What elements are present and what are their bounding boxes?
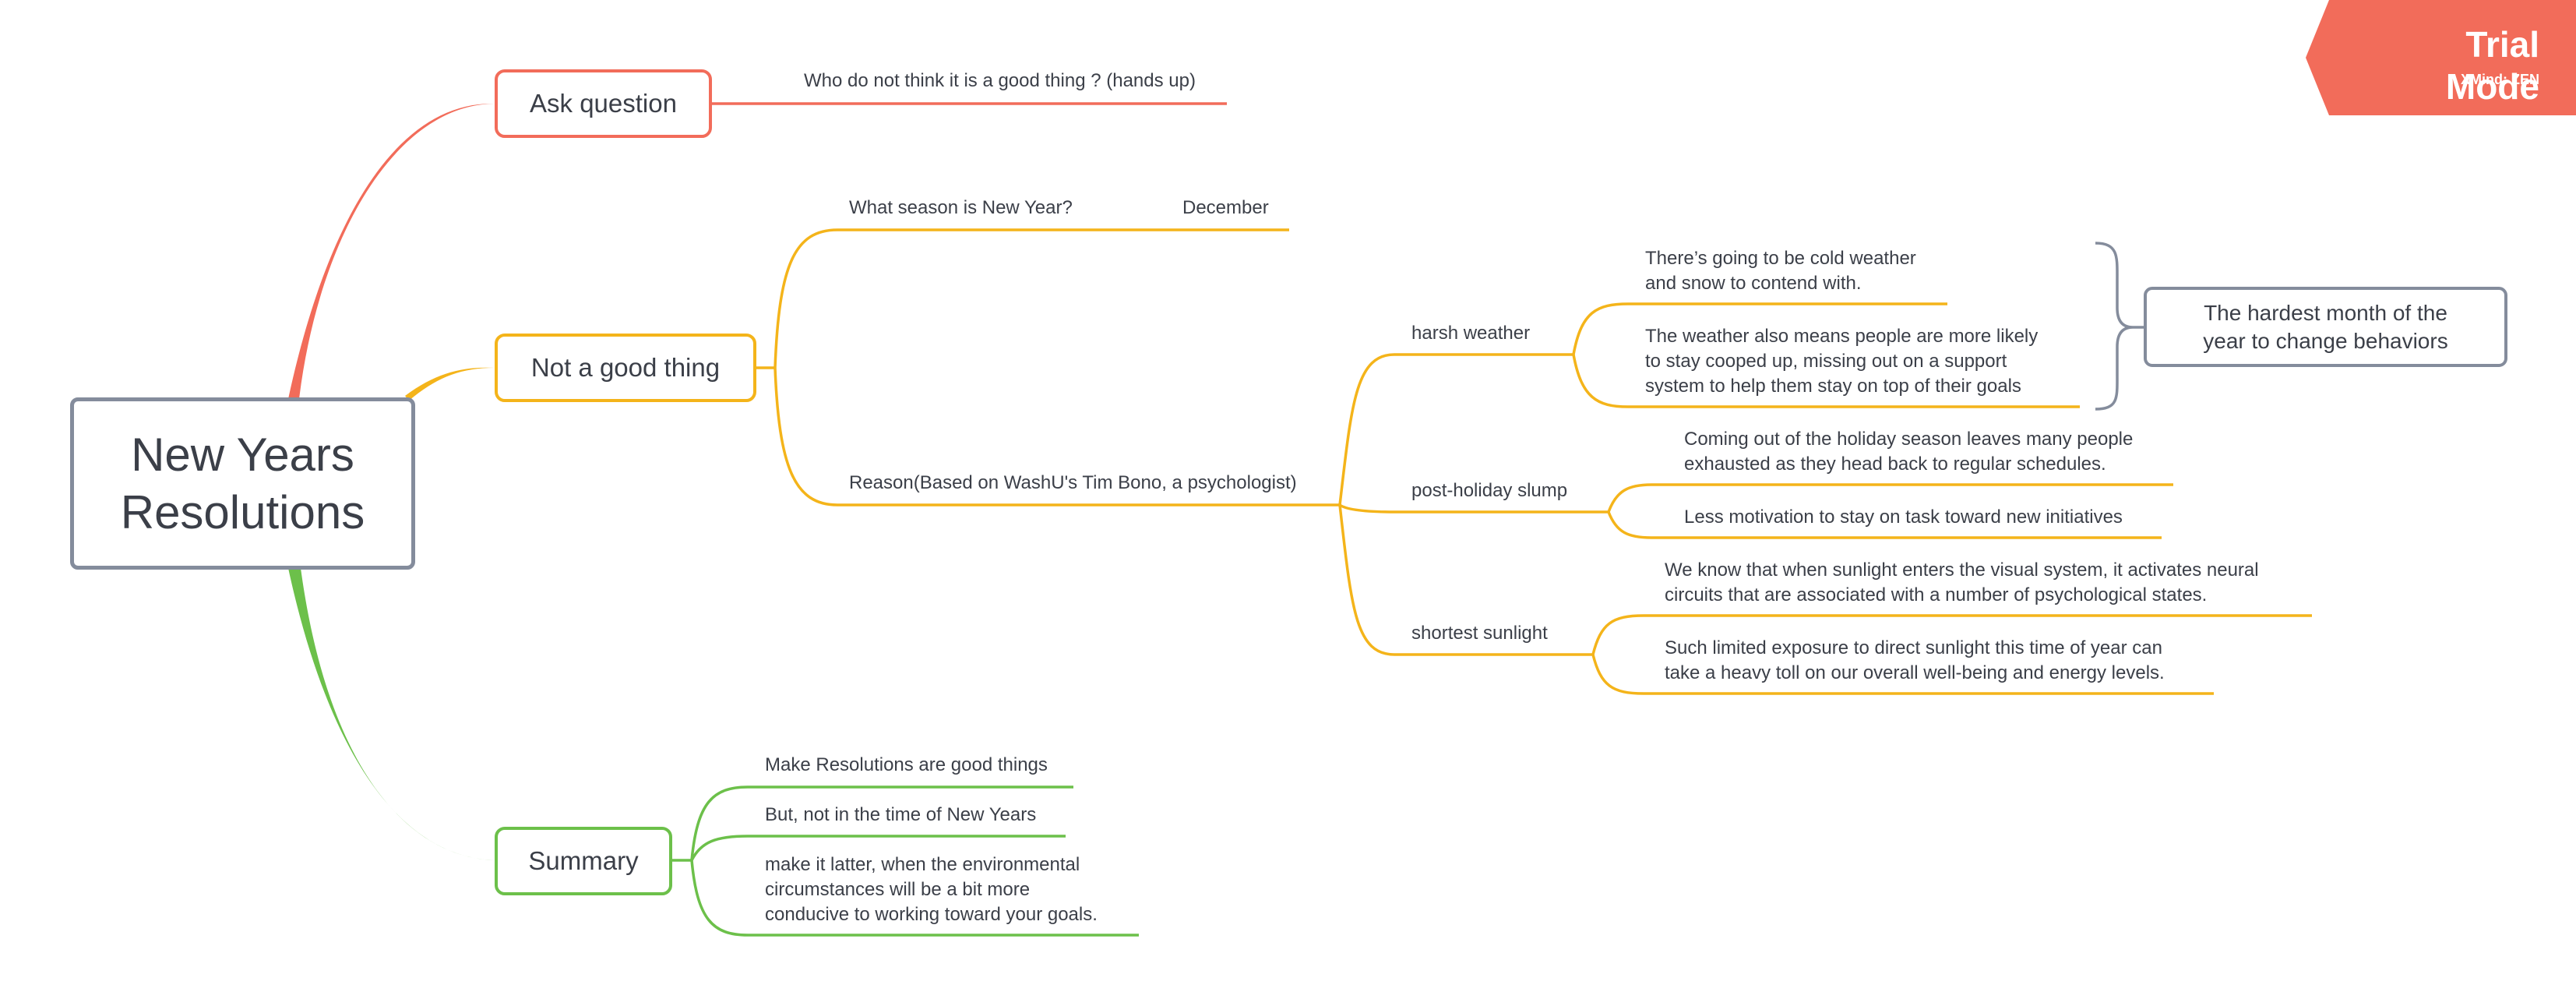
- subtopic-make-it-latter-line-3: conducive to working toward your goals.: [765, 904, 1098, 925]
- summary-hardest-month-line-2: year to change behaviors: [2203, 328, 2448, 353]
- topic-ask-question[interactable]: Ask question: [495, 69, 712, 138]
- subtopic-make-it-latter[interactable]: make it latter, when the environmental c…: [765, 852, 1098, 927]
- topic-not-a-good-thing-label: Not a good thing: [530, 353, 721, 382]
- xmind-brand: XMind: ZEN: [2461, 72, 2539, 87]
- summary-bracket: [2095, 242, 2144, 411]
- subtopic-reason[interactable]: Reason(Based on WashU's Tim Bono, a psyc…: [849, 472, 1297, 493]
- detail-holiday-exhausted-line-1: Coming out of the holiday season leaves …: [1684, 429, 2134, 450]
- subtopic-harsh-weather[interactable]: harsh weather: [1411, 323, 1531, 344]
- detail-cold-weather-line-1: There’s going to be cold weather: [1645, 248, 1916, 269]
- detail-cooped-up-line-1: The weather also means people are more l…: [1645, 326, 2039, 347]
- detail-cold-weather[interactable]: There’s going to be cold weather and sno…: [1645, 246, 1916, 296]
- subtopic-hands-up[interactable]: Who do not think it is a good thing ? (h…: [804, 70, 1196, 91]
- trial-mode-banner[interactable]: [2306, 0, 2576, 115]
- detail-cold-weather-line-2: and snow to contend with.: [1645, 273, 1862, 294]
- subtopic-resolutions-good[interactable]: Make Resolutions are good things: [765, 754, 1048, 775]
- trial-mode-title: Trial Mode: [2445, 24, 2539, 107]
- detail-less-motivation[interactable]: Less motivation to stay on task toward n…: [1684, 507, 2123, 528]
- branch-root-not: [405, 367, 495, 401]
- subtopic-season-question[interactable]: What season is New Year?: [849, 197, 1073, 218]
- subtopic-december[interactable]: December: [1182, 197, 1269, 218]
- root-topic-line-2: Resolutions: [120, 485, 365, 538]
- branch-root-summary: [288, 568, 495, 860]
- subtopic-make-it-latter-line-2: circumstances will be a bit more: [765, 879, 1031, 900]
- detail-sunlight-toll-line-2: take a heavy toll on our overall well-be…: [1665, 662, 2165, 683]
- root-topic[interactable]: New Years Resolutions: [70, 397, 415, 570]
- detail-holiday-exhausted[interactable]: Coming out of the holiday season leaves …: [1684, 427, 2133, 477]
- subtopic-not-new-years[interactable]: But, not in the time of New Years: [765, 804, 1037, 825]
- subtopic-shortest-sunlight[interactable]: shortest sunlight: [1411, 623, 1548, 644]
- detail-holiday-exhausted-line-2: exhausted as they head back to regular s…: [1684, 454, 2106, 475]
- subtopic-make-it-latter-line-1: make it latter, when the environmental: [765, 854, 1080, 875]
- detail-cooped-up-line-2: to stay cooped up, missing out on a supp…: [1645, 351, 2007, 372]
- detail-cooped-up[interactable]: The weather also means people are more l…: [1645, 324, 2038, 399]
- detail-sunlight-neural-line-1: We know that when sunlight enters the vi…: [1665, 559, 2259, 581]
- branch-root-ask: [288, 103, 495, 399]
- topic-not-a-good-thing[interactable]: Not a good thing: [495, 334, 756, 402]
- topic-ask-question-label: Ask question: [530, 89, 677, 118]
- summary-hardest-month[interactable]: The hardest month of the year to change …: [2144, 287, 2507, 367]
- topic-summary-label: Summary: [528, 846, 639, 875]
- detail-sunlight-toll-line-1: Such limited exposure to direct sunlight…: [1665, 637, 2162, 658]
- root-topic-line-1: New Years: [131, 428, 354, 481]
- detail-cooped-up-line-3: system to help them stay on top of their…: [1645, 376, 2021, 397]
- detail-sunlight-toll[interactable]: Such limited exposure to direct sunlight…: [1665, 636, 2165, 686]
- subtopic-post-holiday-slump[interactable]: post-holiday slump: [1411, 480, 1568, 501]
- detail-sunlight-neural-line-2: circuits that are associated with a numb…: [1665, 584, 2208, 605]
- detail-sunlight-neural[interactable]: We know that when sunlight enters the vi…: [1665, 558, 2259, 608]
- topic-summary[interactable]: Summary: [495, 827, 672, 895]
- summary-connectors: [672, 785, 1139, 937]
- summary-hardest-month-line-1: The hardest month of the: [2204, 300, 2447, 325]
- not-good-connectors: [756, 228, 2312, 695]
